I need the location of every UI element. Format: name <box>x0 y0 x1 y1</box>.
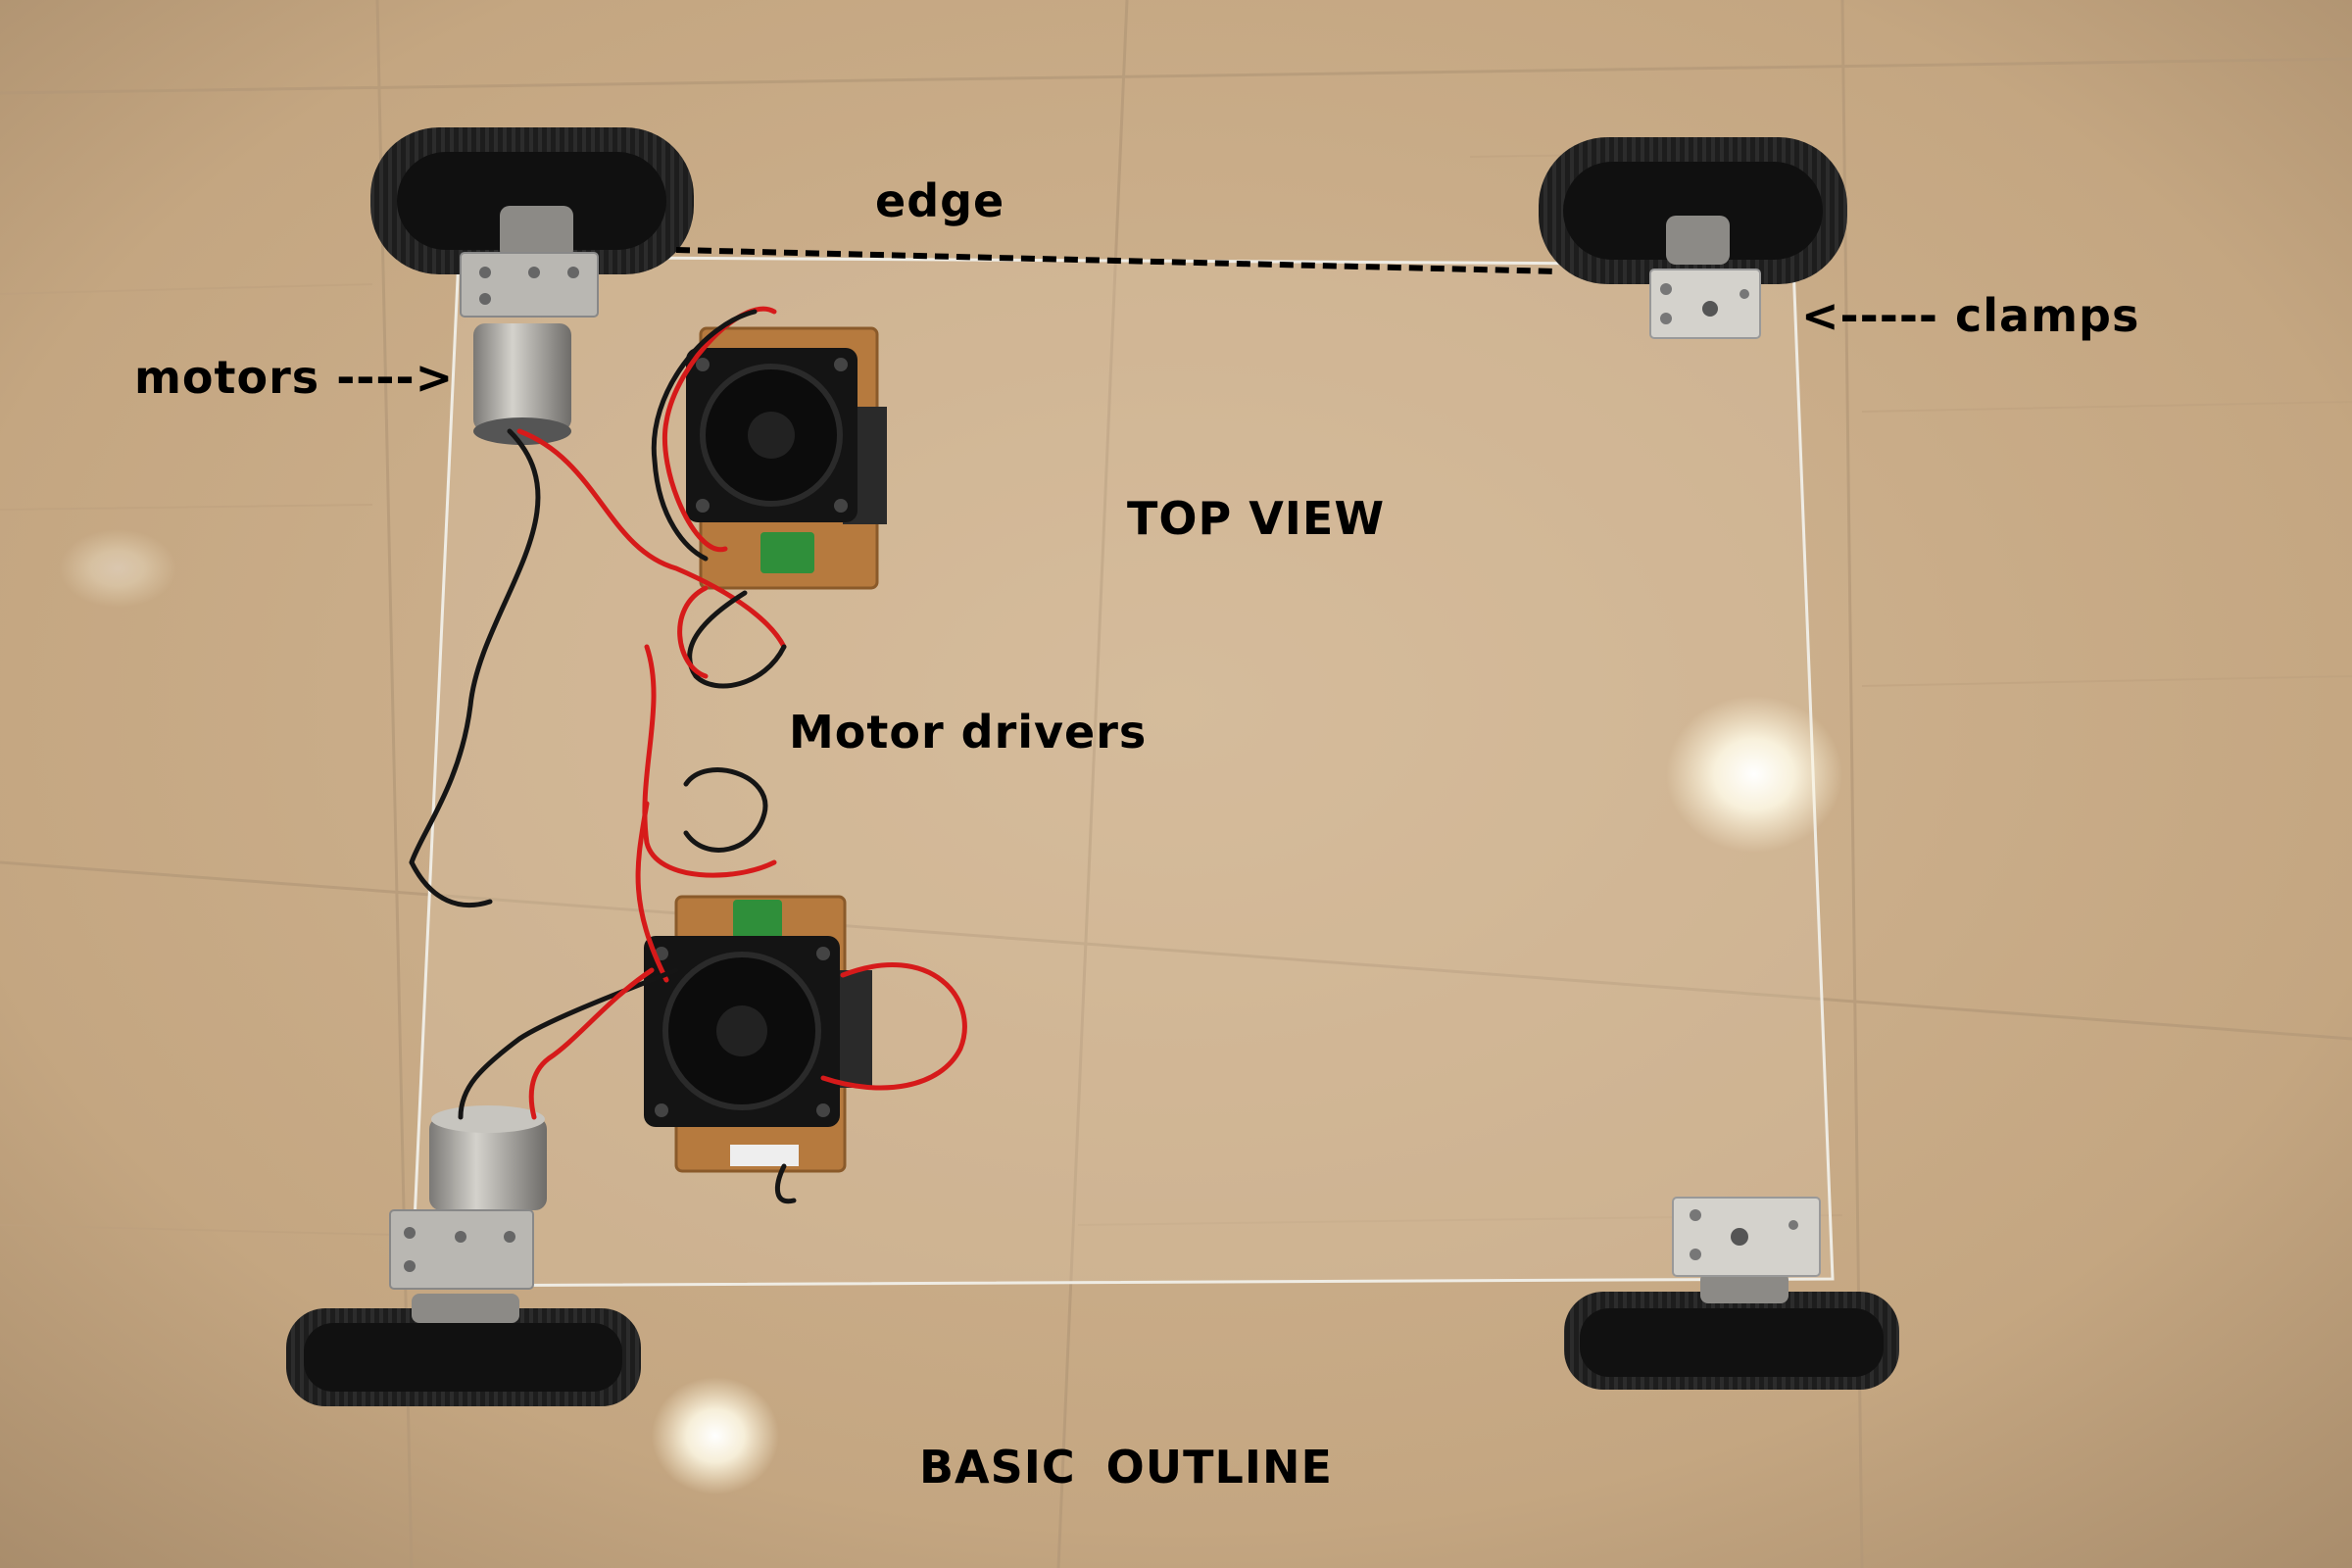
light-reflection <box>652 1377 779 1494</box>
terminal-block <box>760 532 814 573</box>
motors-label: motors ----> <box>134 351 455 404</box>
wheel-bottom-left <box>286 1294 641 1406</box>
clamp-top-left <box>460 252 599 318</box>
motor-bottom-left <box>429 1105 547 1210</box>
edge-label: edge <box>875 174 1005 227</box>
terminal-block <box>733 900 782 939</box>
acrylic-sheet <box>410 255 1835 1288</box>
light-reflection <box>1666 696 1842 853</box>
clamps-label: <----- clamps <box>1801 289 2140 342</box>
clamp-top-right <box>1649 269 1761 339</box>
edge-dashed-line <box>675 247 1559 274</box>
clamp-bottom-right <box>1672 1197 1821 1277</box>
wheel-bottom-right <box>1564 1272 1899 1390</box>
basic-outline-label: BASIC OUTLINE <box>919 1441 1333 1494</box>
motor-top-left <box>473 323 571 445</box>
wheel-top-right <box>1539 137 1847 284</box>
wheel-top-left <box>370 127 694 274</box>
motor-driver-top <box>686 326 887 590</box>
motor-drivers-label: Motor drivers <box>789 706 1148 759</box>
wires <box>409 306 967 1204</box>
clamp-bottom-left <box>389 1209 534 1290</box>
light-reflection <box>59 529 176 608</box>
motor-driver-bottom <box>644 895 872 1173</box>
top-view-label: TOP VIEW <box>1127 492 1386 545</box>
